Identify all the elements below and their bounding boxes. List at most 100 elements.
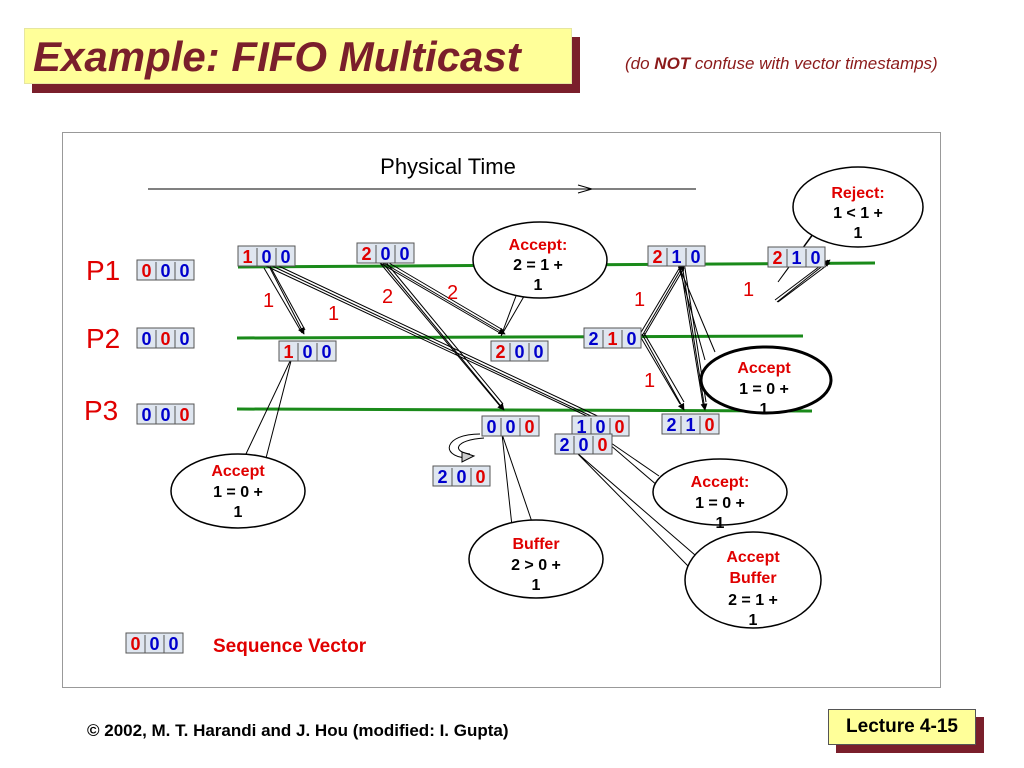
- vector-entry: 0: [130, 634, 140, 654]
- svg-text:1: 1: [716, 515, 725, 532]
- vector-entry: 0: [614, 417, 624, 437]
- buffer-loop-arrow: [448, 433, 485, 463]
- vector-entry: 2: [588, 329, 598, 349]
- vector-entry: 1: [685, 415, 695, 435]
- vector-entry: 0: [179, 261, 189, 281]
- vector-entry: 0: [524, 417, 534, 437]
- vector-entry: 0: [810, 248, 820, 268]
- vector-entry: 2: [652, 247, 662, 267]
- vector-entry: 0: [456, 467, 466, 487]
- subtitle-suffix: confuse with vector timestamps): [690, 54, 938, 73]
- vector-entry: 0: [141, 405, 151, 425]
- vector-entry: 2: [666, 415, 676, 435]
- vector-entry: 1: [576, 417, 586, 437]
- vector-entry: 0: [261, 247, 271, 267]
- title-box: Example: FIFO Multicast: [24, 28, 572, 84]
- legend-label: Sequence Vector: [213, 636, 367, 657]
- svg-text:1 < 1 +: 1 < 1 +: [833, 205, 883, 222]
- vector-entry: 0: [514, 342, 524, 362]
- process-label-p2: P2: [86, 323, 120, 354]
- callout-bubble-accept-p1: [699, 345, 833, 415]
- vector-entry: 0: [302, 342, 312, 362]
- svg-text:1 = 0 +: 1 = 0 +: [695, 495, 745, 512]
- vector-entry: 1: [791, 248, 801, 268]
- svg-text:1: 1: [534, 277, 543, 294]
- callout-accept-p2-first: Accept 1 = 0 + 1: [211, 463, 265, 521]
- vector-entry: 0: [179, 405, 189, 425]
- svg-text:1: 1: [234, 504, 243, 521]
- message-label: 1: [644, 370, 655, 392]
- svg-text:1: 1: [760, 401, 769, 418]
- message-label: 1: [743, 279, 754, 301]
- callout-tail-accept-p1: [677, 263, 716, 361]
- vector-entry: 2: [495, 342, 505, 362]
- copyright-footer: © 2002, M. T. Harandi and J. Hou (modifi…: [87, 721, 509, 740]
- callout-accept-buffer: Accept Buffer 2 = 1 + 1: [726, 549, 780, 629]
- svg-text:1: 1: [532, 577, 541, 594]
- physical-time-label: Physical Time: [380, 154, 516, 179]
- subtitle-emphasis: NOT: [654, 54, 691, 73]
- svg-text:Accept: Accept: [726, 549, 780, 566]
- msg-p1-p2-second: [379, 259, 506, 335]
- vector-entry: 0: [160, 261, 170, 281]
- vector-entry: 0: [141, 329, 151, 349]
- message-label: 1: [263, 290, 274, 312]
- callout-bubble-accept-p2: [472, 221, 608, 299]
- svg-text:1: 1: [854, 225, 863, 242]
- vector-entry: 0: [690, 247, 700, 267]
- svg-text:2 = 1 +: 2 = 1 +: [728, 592, 778, 609]
- p3-timeline: [236, 407, 813, 413]
- message-label: 2: [382, 286, 393, 308]
- diagram-frame: [62, 132, 941, 688]
- p2-timeline: [236, 334, 804, 340]
- msg-p1-p3-first: [265, 261, 609, 425]
- callout-buffer: Buffer 2 > 0 + 1: [511, 536, 561, 594]
- slide-subtitle: (do NOT confuse with vector timestamps): [625, 54, 938, 74]
- vector-entry: 0: [168, 634, 178, 654]
- lecture-badge: Lecture 4-15: [828, 709, 976, 745]
- vector-entry: 0: [475, 467, 485, 487]
- callout-bubble-accept-buffer: [684, 531, 822, 629]
- vector-entry: 1: [283, 342, 293, 362]
- vector-entry: 0: [380, 244, 390, 264]
- vector-entry: 0: [160, 405, 170, 425]
- svg-text:Accept:: Accept:: [509, 237, 568, 254]
- svg-text:1: 1: [749, 612, 758, 629]
- vector-entry: 0: [179, 329, 189, 349]
- svg-text:Reject:: Reject:: [831, 185, 884, 202]
- svg-text:Accept: Accept: [737, 360, 791, 377]
- vector-entry: 2: [437, 467, 447, 487]
- vector-entry: 0: [321, 342, 331, 362]
- callout-tail-buffer: [501, 433, 533, 527]
- vector-entry: 0: [533, 342, 543, 362]
- callout-accept-p2: Accept: 2 = 1 + 1: [509, 237, 568, 294]
- message-label: 1: [328, 303, 339, 325]
- vector-entry: 0: [505, 417, 515, 437]
- callout-bubble-buffer: [468, 519, 604, 599]
- callout-reject: Reject: 1 < 1 + 1: [831, 185, 884, 242]
- callout-bubble-accept-p2-first: [170, 453, 306, 529]
- callout-bubble-reject: [792, 166, 924, 248]
- vector-entry: 0: [399, 244, 409, 264]
- callout-bubble-accept-p3: [652, 458, 788, 526]
- svg-text:1 = 0 +: 1 = 0 +: [213, 484, 263, 501]
- vector-entry: 2: [361, 244, 371, 264]
- svg-text:2 > 0 +: 2 > 0 +: [511, 557, 561, 574]
- callout-tail-accept-p2: [500, 279, 531, 337]
- vector-entry: 0: [578, 435, 588, 455]
- process-label-p1: P1: [86, 255, 120, 286]
- vector-entry: 0: [141, 261, 151, 281]
- vector-entry: 2: [559, 435, 569, 455]
- msg-p2-p1: [639, 263, 685, 337]
- message-label: 1: [634, 289, 645, 311]
- time-axis-arrow: [577, 184, 594, 194]
